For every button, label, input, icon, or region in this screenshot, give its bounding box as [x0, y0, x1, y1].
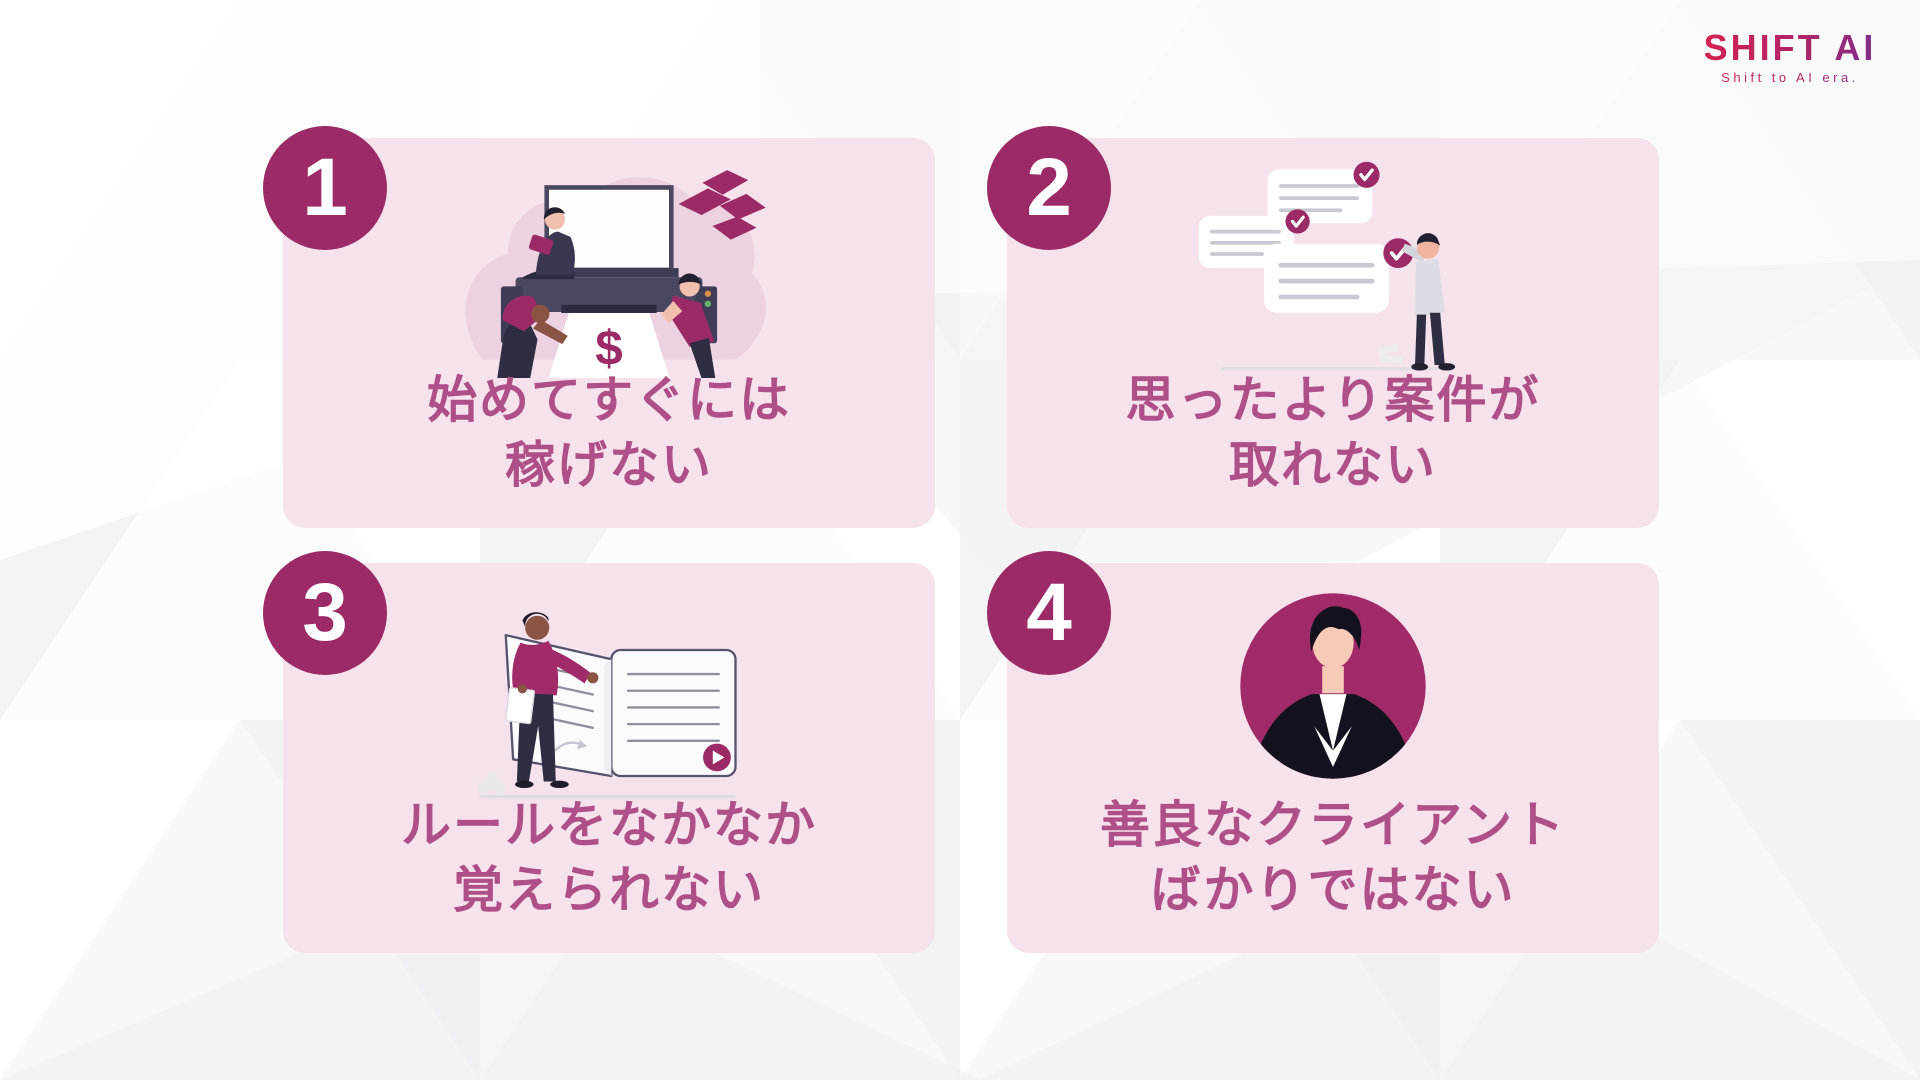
shift-ai-logo: SHIFT AI Shift to AI era.	[1690, 30, 1890, 85]
shift-ai-logo-tagline: Shift to AI era.	[1690, 71, 1890, 84]
shift-ai-logo-wordmark: SHIFT AI	[1690, 30, 1890, 66]
monitor	[539, 185, 679, 278]
paper-pile	[1377, 344, 1403, 365]
person-leaning-right	[661, 273, 716, 378]
hair	[1309, 606, 1361, 652]
reading-rulebook-illustration	[477, 612, 737, 798]
dollar-paper: $	[548, 312, 670, 378]
card-3: 3	[263, 551, 935, 953]
arrowhead	[576, 739, 587, 750]
dollar-icon: $	[595, 321, 623, 376]
card-2-caption-line-1: 思ったより案件が	[1125, 372, 1541, 428]
play-button-icon	[702, 743, 731, 772]
card-2-illustration-area	[1007, 142, 1659, 378]
card-2: 2	[987, 126, 1659, 528]
person-sitting-on-machine	[522, 207, 575, 280]
card-2-number-badge: 2	[987, 126, 1111, 250]
card-1-caption-line-1: 始めてすぐには	[427, 372, 791, 428]
card-4-number-badge: 4	[987, 551, 1111, 675]
card-2-caption-line-2: 取れない	[1229, 437, 1437, 493]
person-pointing	[477, 612, 598, 796]
card-1-illustration-area: $	[283, 142, 935, 378]
card-1-caption-line-2: 稼げない	[505, 437, 713, 493]
card-3-caption-line-2: 覚えられない	[453, 862, 765, 918]
client-avatar-illustration	[1240, 593, 1426, 779]
card-2-caption: 思ったより案件が 取れない	[1007, 368, 1659, 498]
flying-bills-icon	[678, 170, 766, 240]
card-1: 1	[263, 126, 935, 528]
card-4-caption: 善良なクライアント ばかりではない	[1007, 793, 1659, 923]
card-3-caption-line-1: ルールをなかなか	[401, 797, 817, 853]
card-4-caption-line-2: ばかりではない	[1150, 862, 1516, 918]
person-standing	[1377, 233, 1456, 371]
chat-bubble-1	[1267, 161, 1380, 240]
chat-bubble-3	[1264, 238, 1414, 313]
card-1-caption: 始めてすぐには 稼げない	[283, 368, 935, 498]
card-4: 4	[987, 551, 1659, 953]
card-3-number-badge: 3	[263, 551, 387, 675]
card-4-illustration-area	[1007, 567, 1659, 803]
plant	[477, 772, 505, 796]
money-printer-illustration: $	[465, 170, 766, 378]
card-1-number-badge: 1	[263, 126, 387, 250]
chat-approvals-illustration	[1198, 161, 1456, 371]
card-4-caption-line-1: 善良なクライアント	[1100, 797, 1566, 853]
check-badge-icon	[1285, 209, 1310, 234]
person-crouching-left	[497, 295, 568, 378]
paper-in-hand	[504, 684, 535, 725]
card-3-caption: ルールをなかなか 覚えられない	[283, 793, 935, 923]
check-badge-icon	[1353, 161, 1380, 188]
neck	[1322, 666, 1344, 694]
card-3-illustration-area	[283, 567, 935, 803]
